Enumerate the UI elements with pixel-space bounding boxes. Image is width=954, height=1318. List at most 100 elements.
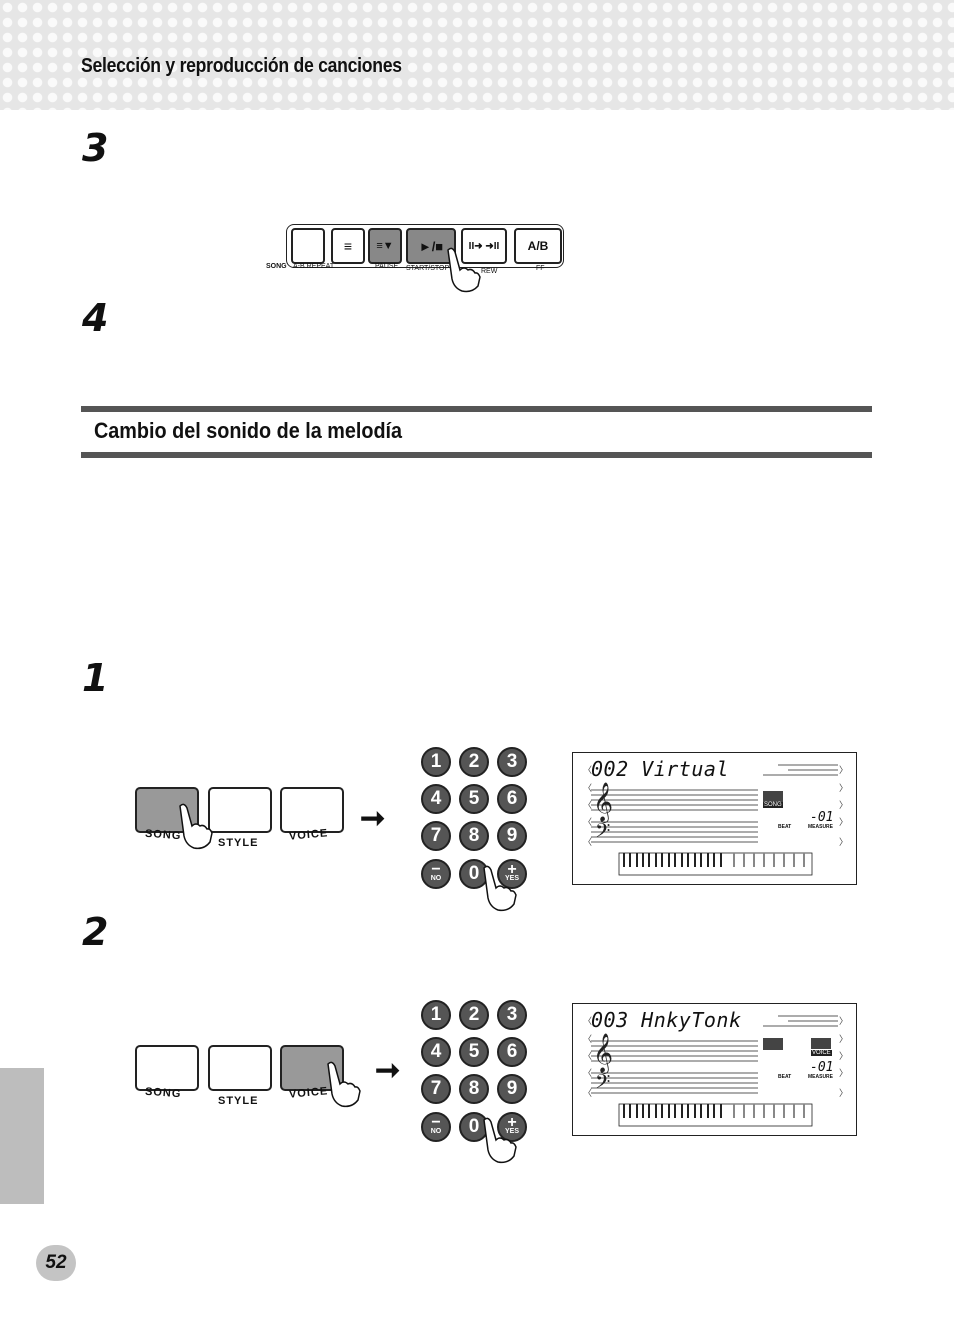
section-rule-top	[81, 406, 872, 412]
svg-text:〈: 〈	[583, 1088, 592, 1099]
song-mode-icon	[763, 791, 783, 803]
svg-text:〉: 〉	[839, 1068, 848, 1079]
song-button[interactable]	[291, 228, 325, 264]
staff-graphic: 𝄞 𝄢 〈〈〈〈〈 〉〉〉〉〉	[583, 764, 848, 876]
pointing-hand-icon	[447, 247, 481, 293]
key-6[interactable]: 6	[497, 1037, 527, 1067]
minus-sign: −	[431, 861, 441, 878]
key-1[interactable]: 1	[421, 747, 451, 777]
song-mode-button[interactable]	[135, 1045, 199, 1091]
no-label: NO	[430, 875, 442, 882]
key-8[interactable]: 8	[459, 1074, 489, 1104]
header-band	[0, 0, 954, 110]
ff-label: FF	[536, 265, 545, 272]
key-5[interactable]: 5	[459, 784, 489, 814]
key-7[interactable]: 7	[421, 821, 451, 851]
lcd-title: 002 Virtual	[591, 757, 729, 781]
key-9[interactable]: 9	[497, 1074, 527, 1104]
key-yes[interactable]: +YES	[497, 1112, 527, 1142]
yes-label: YES	[504, 1128, 519, 1135]
start-stop-button[interactable]: ►/■	[406, 228, 456, 264]
key-no[interactable]: −NO	[421, 859, 451, 889]
start-stop-label: START/STOP	[406, 265, 450, 272]
svg-text:〈: 〈	[583, 1068, 592, 1079]
key-4[interactable]: 4	[421, 784, 451, 814]
svg-text:〉: 〉	[839, 783, 848, 794]
staff-graphic: 𝄞 𝄢 〈〈〈〈〈 〉〉〉〉〉	[583, 1015, 848, 1127]
key-9[interactable]: 9	[497, 821, 527, 851]
style-mode-button[interactable]	[208, 787, 272, 833]
beat-label: BEAT	[778, 824, 792, 830]
svg-text:〉: 〉	[839, 837, 848, 848]
svg-text:𝄢: 𝄢	[595, 1070, 610, 1098]
step-number-2: 2	[82, 910, 109, 954]
step-number-1: 1	[82, 656, 109, 700]
key-7[interactable]: 7	[421, 1074, 451, 1104]
pointing-hand-icon	[327, 1061, 361, 1108]
transport-panel	[286, 224, 564, 268]
style-mode-button[interactable]	[208, 1045, 272, 1091]
plus-sign: +	[507, 861, 517, 878]
mode-indicator: SONG	[763, 802, 783, 808]
svg-text:〉: 〉	[839, 765, 848, 776]
key-6[interactable]: 6	[497, 784, 527, 814]
beat-label: BEAT	[778, 1074, 792, 1080]
song-label: SONG	[266, 263, 287, 270]
pointing-hand-icon	[483, 865, 517, 912]
voice-mode-button[interactable]	[280, 787, 344, 833]
key-no[interactable]: −NO	[421, 1112, 451, 1142]
section-rule-bottom	[81, 452, 872, 458]
rew-label: REW	[481, 268, 498, 275]
measure-label: MEASURE	[808, 1074, 834, 1080]
key-3[interactable]: 3	[497, 747, 527, 777]
key-4[interactable]: 4	[421, 1037, 451, 1067]
no-label: NO	[430, 1128, 442, 1135]
step-number-4: 4	[82, 296, 109, 340]
style-mode-label: STYLE	[218, 1095, 259, 1107]
measure-value: -01	[810, 810, 834, 825]
voice-mode-label: VOICE	[288, 827, 329, 843]
plus-sign: +	[507, 1114, 517, 1131]
pause-button[interactable]: ≡▼	[368, 228, 402, 264]
song-mode-label: SONG	[144, 1085, 182, 1101]
pause-icon: ≡▼	[376, 240, 394, 252]
ff-button[interactable]: A/B	[514, 228, 562, 264]
svg-text:〉: 〉	[839, 817, 848, 828]
svg-text:𝄞: 𝄞	[593, 1033, 613, 1074]
numeric-keypad: 1 2 3 4 5 6 7 8 9 −NO 0 +YES	[421, 1000, 531, 1145]
svg-text:〈: 〈	[583, 817, 592, 828]
svg-text:〉: 〉	[839, 800, 848, 811]
page-header-title: Selección y reproducción de canciones	[81, 55, 402, 77]
arrow-right-icon: ➞	[375, 1054, 401, 1087]
ab-repeat-label: A-B REPEAT	[293, 263, 335, 270]
svg-text:〈: 〈	[583, 1034, 592, 1045]
svg-text:〈: 〈	[583, 783, 592, 794]
key-1[interactable]: 1	[421, 1000, 451, 1030]
repeat-icon: ≡	[343, 238, 353, 254]
yes-label: YES	[504, 875, 519, 882]
ab-icon: A/B	[527, 239, 549, 253]
voice-mode-icon	[811, 1038, 831, 1049]
svg-text:〈: 〈	[583, 800, 592, 811]
measure-label: MEASURE	[808, 824, 834, 830]
step-number-3: 3	[82, 126, 109, 170]
svg-text:〉: 〉	[839, 1016, 848, 1027]
pointing-hand-icon	[179, 803, 213, 850]
key-2[interactable]: 2	[459, 1000, 489, 1030]
key-yes[interactable]: +YES	[497, 859, 527, 889]
lcd-display: 002 Virtual 𝄞 𝄢 〈〈〈〈〈 〉〉〉〉〉 SONG -01 BEA…	[572, 752, 857, 885]
rew-button[interactable]: II➜ ➜II	[461, 228, 507, 264]
measure-value: -01	[810, 1060, 834, 1075]
key-5[interactable]: 5	[459, 1037, 489, 1067]
numeric-keypad: 1 2 3 4 5 6 7 8 9 −NO 0 +YES	[421, 747, 531, 892]
key-8[interactable]: 8	[459, 821, 489, 851]
key-2[interactable]: 2	[459, 747, 489, 777]
ab-repeat-button[interactable]: ≡	[331, 228, 365, 264]
svg-text:〈: 〈	[583, 1051, 592, 1062]
key-0[interactable]: 0	[459, 1112, 489, 1142]
section-title: Cambio del sonido de la melodía	[94, 418, 403, 443]
lcd-title: 003 HnkyTonk	[591, 1008, 742, 1032]
key-3[interactable]: 3	[497, 1000, 527, 1030]
svg-text:〈: 〈	[583, 765, 592, 776]
svg-text:〈: 〈	[583, 837, 592, 848]
